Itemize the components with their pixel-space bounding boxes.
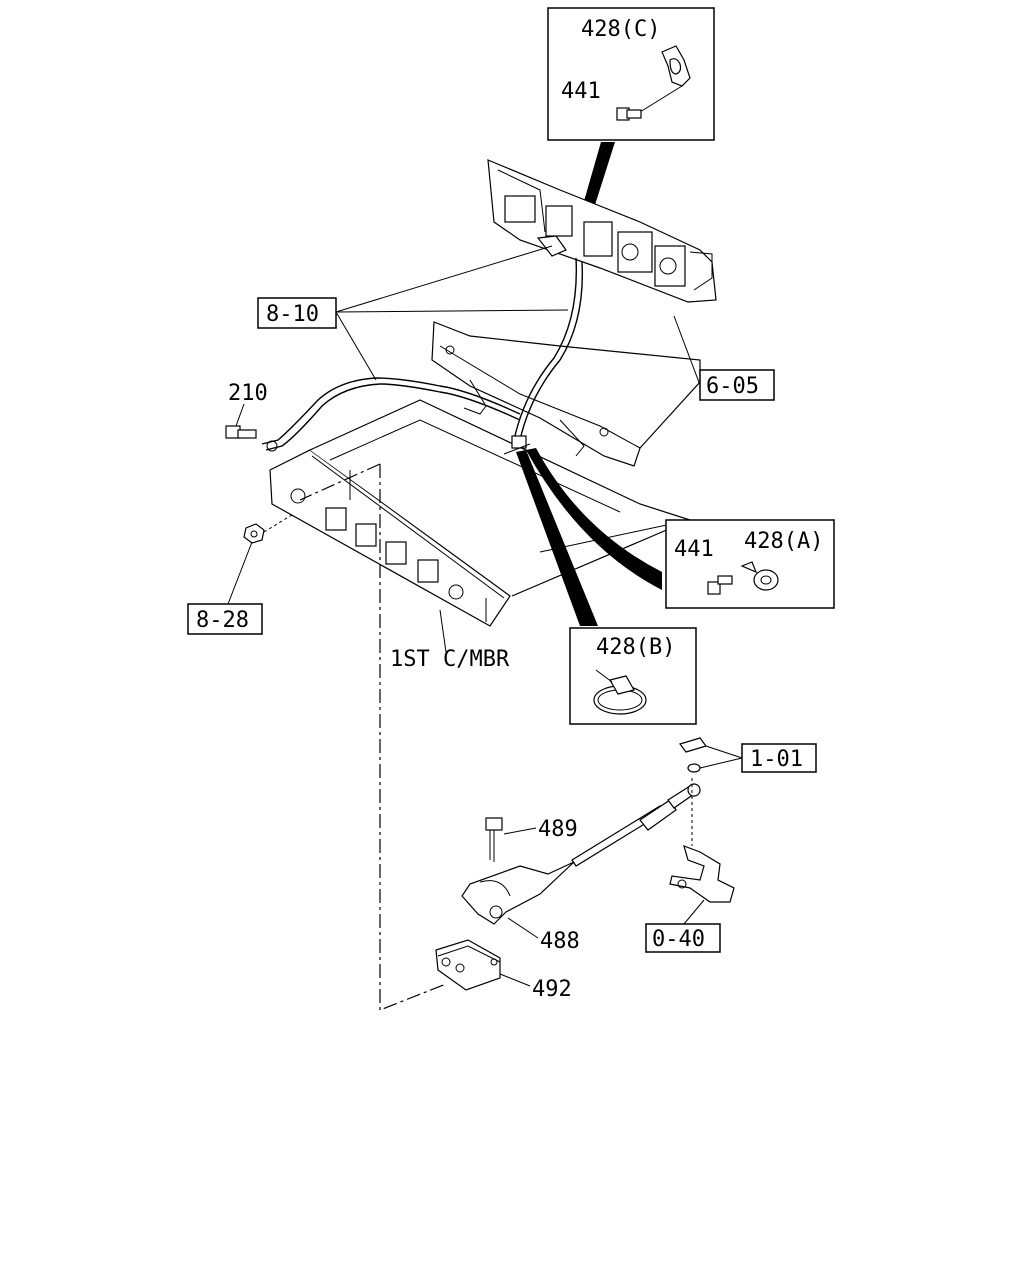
upper-panel-assembly (487, 159, 717, 303)
ref-8-28[interactable]: 8-28 (187, 603, 263, 635)
ref-8-10[interactable]: 8-10 (257, 297, 337, 329)
callout-428a: 428(A) (744, 529, 823, 554)
detail-box-428c: 428(C) 441 (547, 7, 715, 141)
detail-box-428b: 428(B) (569, 627, 697, 725)
label-first-cross-member: 1ST C/MBR (390, 647, 510, 672)
harness-wire-main (519, 261, 584, 441)
callout-428c: 428(C) (581, 17, 660, 42)
lower-linkage-assembly (435, 737, 735, 991)
callout-441-top: 441 (561, 79, 601, 104)
detail-box-428a: 441 428(A) (665, 519, 835, 609)
label-492: 492 (532, 977, 572, 1002)
label-210: 210 (228, 381, 268, 406)
ref-1-01[interactable]: 1-01 (741, 743, 817, 773)
bolt-441-right-icon (707, 575, 733, 595)
lower-cross-panel (431, 321, 701, 467)
harness-wire-left (261, 377, 377, 445)
label-488: 488 (540, 929, 580, 954)
alignment-line (379, 464, 447, 1011)
first-cross-member (269, 399, 692, 627)
ref-8-28-label: 8-28 (196, 608, 249, 633)
bolt-441-top-icon (616, 107, 642, 121)
cable-tie-icon (593, 669, 647, 715)
ref-1-01-label: 1-01 (750, 747, 803, 772)
callout-441-right: 441 (674, 537, 714, 562)
ref-8-10-label: 8-10 (266, 302, 319, 327)
callout-428b: 428(B) (596, 635, 675, 660)
harness-clip-icon (503, 435, 531, 455)
bolt-210-icon (225, 425, 278, 452)
ref-0-40-label: 0-40 (652, 927, 705, 952)
label-489: 489 (538, 817, 578, 842)
nut-icon (243, 523, 265, 544)
clamp-c-icon (661, 45, 691, 87)
callout-band-428b (516, 450, 598, 626)
clamp-a-icon (740, 561, 779, 591)
ref-6-05-label: 6-05 (706, 374, 759, 399)
callout-band-428a (526, 448, 662, 590)
ref-6-05[interactable]: 6-05 (699, 369, 775, 401)
ref-0-40[interactable]: 0-40 (645, 923, 721, 953)
